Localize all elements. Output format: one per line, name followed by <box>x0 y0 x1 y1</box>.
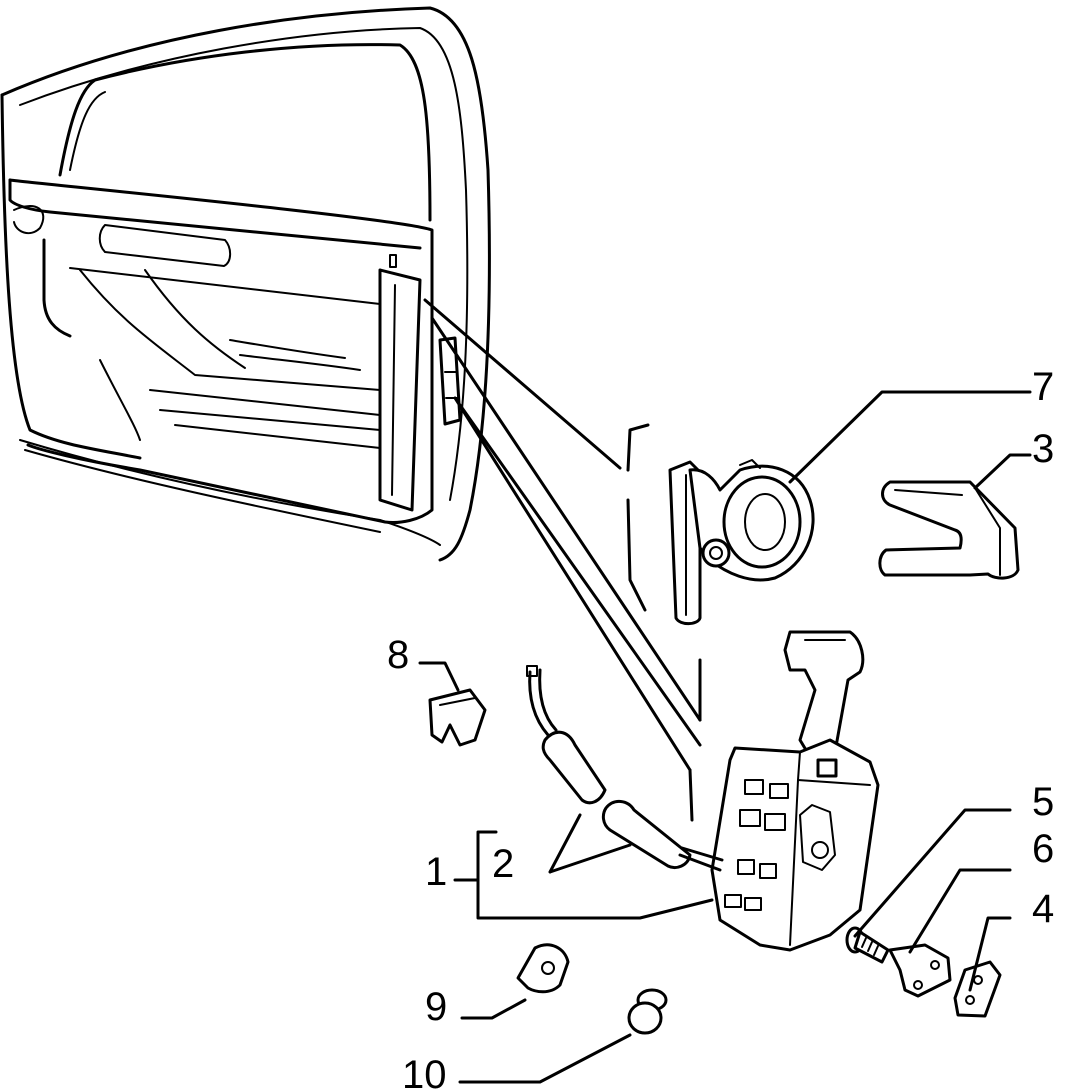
label-part-3: 3 <box>1032 427 1054 471</box>
label-part-1: 1 <box>425 850 447 894</box>
label-part-8: 8 <box>387 633 409 677</box>
label-part-6: 6 <box>1032 827 1054 871</box>
label-part-7: 7 <box>1032 365 1054 409</box>
label-part-2: 2 <box>492 842 514 886</box>
door-illustration <box>0 6 491 562</box>
clip-part-8 <box>428 688 487 747</box>
door-lock-assembly-part-1 <box>710 630 880 952</box>
label-part-4: 4 <box>1032 887 1054 931</box>
striker-part-6 <box>888 943 952 998</box>
explode-lines <box>423 298 702 822</box>
screw-part-5 <box>845 926 890 964</box>
leader-lines <box>418 390 1032 1084</box>
release-cable-part-2 <box>526 665 724 872</box>
retaining-clip-part-3 <box>878 480 1020 580</box>
label-part-10: 10 <box>402 1053 447 1090</box>
plate-part-4 <box>953 960 1002 1018</box>
door-lock-motor-part-7 <box>668 459 815 626</box>
plug-part-10 <box>627 988 668 1035</box>
label-part-5: 5 <box>1032 780 1054 824</box>
callout-labels: 7 3 8 5 6 2 1 4 9 10 <box>387 365 1054 1090</box>
label-part-9: 9 <box>425 985 447 1029</box>
clip-part-9 <box>516 943 570 994</box>
